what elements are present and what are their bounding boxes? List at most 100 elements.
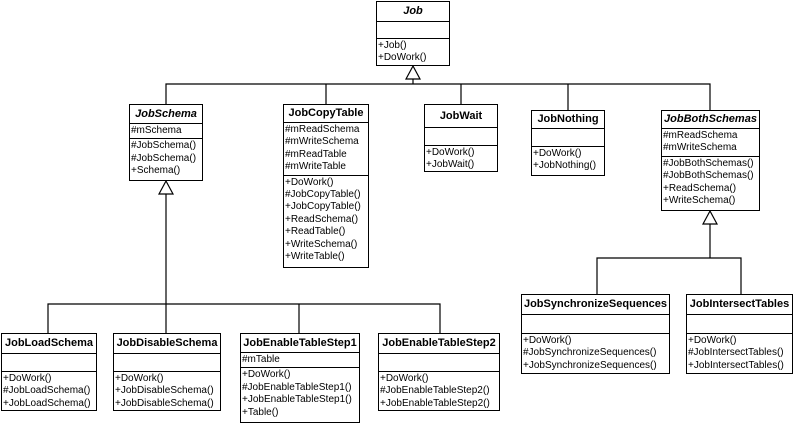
class-jobsynchronizesequences[interactable]: JobSynchronizeSequences +DoWork() #JobSy… xyxy=(521,294,670,374)
operation: +JobLoadSchema() xyxy=(3,397,91,409)
operation: +DoWork() xyxy=(115,373,164,384)
attributes-section xyxy=(2,354,96,372)
attributes-section: #mTable xyxy=(241,353,359,369)
attribute: #mTable xyxy=(242,354,280,365)
operation: +Schema() xyxy=(131,165,181,177)
operation: +Job() xyxy=(378,40,407,51)
operation: +JobCopyTable() xyxy=(285,201,361,213)
class-name: JobEnableTableStep2 xyxy=(379,334,499,354)
class-name: JobBothSchemas xyxy=(662,111,759,129)
attributes-section xyxy=(532,129,604,147)
attribute: #mReadTable xyxy=(285,148,347,160)
operation: +DoWork() xyxy=(242,369,291,381)
operation: +JobDisableSchema() xyxy=(115,385,214,397)
operations-section: +DoWork() +JobDisableSchema() +JobDisabl… xyxy=(114,372,220,411)
jobschema-generalization-arrowhead xyxy=(157,179,175,195)
operation: +ReadSchema() xyxy=(663,182,737,194)
class-jobenabletablestep2[interactable]: JobEnableTableStep2 +DoWork() #JobEnable… xyxy=(378,333,500,411)
operation: +DoWork() xyxy=(380,373,429,384)
class-jobintersecttables[interactable]: JobIntersectTables +DoWork() #JobInterse… xyxy=(686,294,793,374)
class-jobwait[interactable]: JobWait +DoWork() +JobWait() xyxy=(424,104,498,172)
operations-section: +DoWork() #JobCopyTable() +JobCopyTable(… xyxy=(284,176,368,265)
operation: #JobIntersectTables() xyxy=(688,347,784,359)
class-name: JobCopyTable xyxy=(284,105,368,123)
operation: +DoWork() xyxy=(533,148,582,159)
class-jobenabletablestep1[interactable]: JobEnableTableStep1 #mTable +DoWork() #J… xyxy=(240,333,360,423)
jobbothschemas-generalization-arrowhead xyxy=(701,209,719,225)
class-name: JobNothing xyxy=(532,111,604,129)
class-name: JobEnableTableStep1 xyxy=(241,334,359,353)
attribute: #mWriteTable xyxy=(285,161,346,173)
operation: +ReadTable() xyxy=(285,226,346,238)
operation: +WriteSchema() xyxy=(285,238,358,250)
class-jobdisableschema[interactable]: JobDisableSchema +DoWork() +JobDisableSc… xyxy=(113,333,221,411)
operations-section: #JobSchema() #JobSchema() +Schema() xyxy=(130,139,202,178)
class-name: JobSchema xyxy=(130,105,202,124)
attributes-section xyxy=(687,315,792,334)
class-jobloadschema[interactable]: JobLoadSchema +DoWork() #JobLoadSchema()… xyxy=(1,333,97,411)
operation: +DoWork() xyxy=(426,147,475,158)
operation: #JobSynchronizeSequences() xyxy=(523,347,657,359)
attributes-section: #mReadSchema #mWriteSchema #mReadTable #… xyxy=(284,123,368,176)
operation: +WriteSchema() xyxy=(663,195,736,207)
operation: +ReadSchema() xyxy=(285,213,359,225)
operation: #JobLoadSchema() xyxy=(3,385,91,397)
operations-section: +Job() +DoWork() xyxy=(377,39,449,66)
jobschema-bus-line xyxy=(47,303,441,333)
attributes-section xyxy=(522,315,669,334)
class-jobbothschemas[interactable]: JobBothSchemas #mReadSchema #mWriteSchem… xyxy=(661,110,760,211)
operation: #JobBothSchemas() xyxy=(663,157,754,169)
operations-section: +DoWork() #JobEnableTableStep2() +JobEna… xyxy=(379,372,499,411)
operation: #JobEnableTableStep2() xyxy=(380,385,490,397)
operation: +DoWork() xyxy=(523,335,572,346)
operation: +JobIntersectTables() xyxy=(688,359,784,371)
attribute: #mReadSchema xyxy=(285,124,360,135)
operations-section: +DoWork() #JobSynchronizeSequences() +Jo… xyxy=(522,334,669,373)
class-name: JobSynchronizeSequences xyxy=(522,295,669,315)
operation: +JobEnableTableStep1() xyxy=(242,394,352,406)
operation: +JobNothing() xyxy=(533,160,597,172)
class-jobschema[interactable]: JobSchema #mSchema #JobSchema() #JobSche… xyxy=(129,104,203,181)
class-name: JobDisableSchema xyxy=(114,334,220,354)
operation: +Table() xyxy=(242,406,279,418)
attributes-section xyxy=(114,354,220,372)
operation: +DoWork() xyxy=(3,373,52,384)
attributes-section: #mReadSchema #mWriteSchema xyxy=(662,129,759,157)
class-jobnothing[interactable]: JobNothing +DoWork() +JobNothing() xyxy=(531,110,605,176)
operation: +DoWork() xyxy=(378,52,427,64)
job-bus-line xyxy=(165,83,711,110)
operations-section: +DoWork() #JobIntersectTables() +JobInte… xyxy=(687,334,792,373)
operations-section: +DoWork() +JobWait() xyxy=(425,146,497,173)
operation: #JobSchema() xyxy=(131,140,197,152)
operation: +JobWait() xyxy=(426,159,475,171)
operation: #JobCopyTable() xyxy=(285,189,361,201)
operation: +DoWork() xyxy=(285,176,334,188)
job-generalization-arrowhead xyxy=(404,64,422,80)
jobbothschemas-bus-line xyxy=(596,257,742,294)
operation: +JobDisableSchema() xyxy=(115,397,214,409)
attributes-section: #mSchema xyxy=(130,124,202,140)
operation: #JobSchema() xyxy=(131,152,197,164)
class-name: JobWait xyxy=(425,105,497,128)
attribute: #mWriteSchema xyxy=(285,136,359,148)
operations-section: +DoWork() #JobEnableTableStep1() +JobEna… xyxy=(241,368,359,420)
class-name: JobLoadSchema xyxy=(2,334,96,354)
class-name: Job xyxy=(377,2,449,22)
operations-section: +DoWork() #JobLoadSchema() +JobLoadSchem… xyxy=(2,372,96,411)
operation: +WriteTable() xyxy=(285,251,345,263)
operation: +JobSynchronizeSequences() xyxy=(523,359,657,371)
operation: +JobEnableTableStep2() xyxy=(380,397,490,409)
attributes-section xyxy=(379,354,499,372)
class-job[interactable]: Job +Job() +DoWork() xyxy=(376,1,450,66)
operations-section: +DoWork() +JobNothing() xyxy=(532,147,604,174)
attributes-section xyxy=(377,22,449,39)
attribute: #mReadSchema xyxy=(663,130,738,141)
operations-section: #JobBothSchemas() #JobBothSchemas() +Rea… xyxy=(662,157,759,209)
operation: #JobBothSchemas() xyxy=(663,170,754,182)
class-jobcopytable[interactable]: JobCopyTable #mReadSchema #mWriteSchema … xyxy=(283,104,369,268)
class-name: JobIntersectTables xyxy=(687,295,792,315)
attribute: #mWriteSchema xyxy=(663,142,737,154)
operation: #JobEnableTableStep1() xyxy=(242,381,352,393)
